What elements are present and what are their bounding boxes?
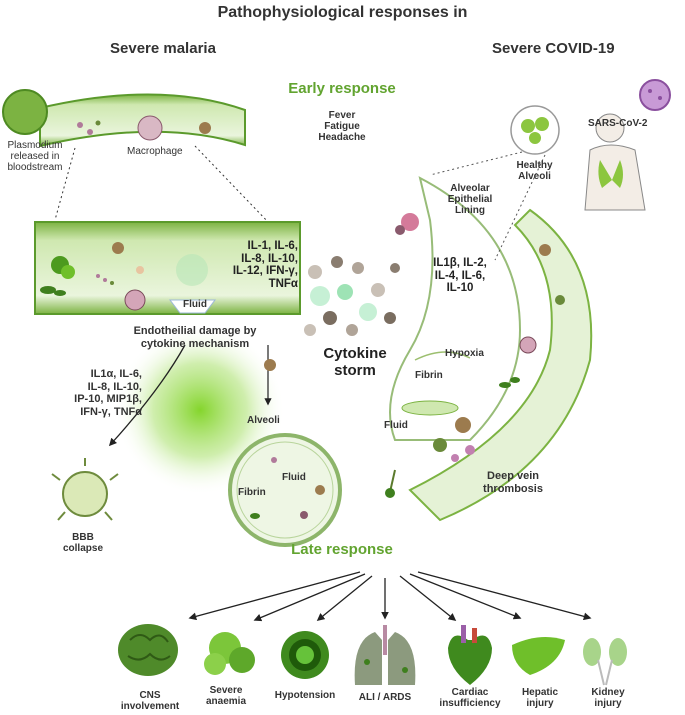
patient-figure-icon (584, 113, 646, 211)
kidneys-icon (583, 638, 627, 686)
covid-lung-illustration (385, 176, 593, 522)
macrophage-label: Macrophage (127, 146, 183, 157)
hypoxia-label: Hypoxia (445, 348, 484, 359)
fluid-drop-shape (168, 299, 217, 314)
zoom-line-right (194, 145, 271, 225)
alveoli-label: Alveoli (247, 415, 280, 426)
bbb-cytokines-label: IL1α, IL-6,IL-8, IL-10, IP-10, MIP1β,IFN… (74, 368, 142, 418)
vessel-cross-section-icon (281, 631, 329, 679)
vessel-cytokines-label: IL-1, IL-6,IL-8, IL-10, IL-12, IFN-γ,TNF… (232, 240, 298, 290)
late-response-arrows (188, 571, 592, 622)
arrow-to-bbb (108, 344, 186, 447)
liver-icon (512, 636, 565, 675)
macrophage-icon (137, 115, 163, 141)
cytokine-storm-dots (304, 256, 400, 336)
outcome-ards-label: ALI / ARDS (358, 692, 412, 703)
covid-fluid-label: Fluid (384, 420, 408, 431)
figure-title: Pathophysiological responses in (217, 4, 468, 21)
sars-cov-2-label: SARS-CoV-2 (588, 118, 648, 129)
column-heading-malaria: Severe malaria (110, 40, 216, 57)
lungs-icon (354, 625, 416, 685)
alveolus-illustration (228, 433, 342, 547)
vessel-fluid-label: Fluid (183, 299, 207, 310)
late-response-heading: Late response (291, 541, 393, 558)
small-vessel-illustration (2, 89, 246, 148)
early-response-heading: Early response (288, 80, 396, 97)
alveoli-fluid-label: Fluid (282, 472, 306, 483)
heart-icon (448, 625, 492, 685)
outcome-hypotension-label: Hypotension (274, 690, 336, 701)
alveoli-fibrin-label: Fibrin (238, 487, 266, 498)
bbb-cell-icon (51, 458, 119, 521)
healthy-alveoli-icon (510, 105, 560, 155)
virus-particle-icon (401, 213, 419, 231)
sars-cov-2-virus-icon (639, 79, 671, 111)
blood-cells-icon (204, 632, 255, 675)
covid-cytokines-label: IL1β, IL-2,IL-4, IL-6,IL-10 (433, 257, 487, 294)
plasmodium-cell-icon (2, 89, 48, 135)
covid-fibrin-label: Fibrin (415, 370, 443, 381)
brain-icon (118, 624, 178, 676)
column-heading-covid: Severe COVID-19 (492, 40, 615, 57)
malaria-vessel-illustration (34, 221, 301, 315)
